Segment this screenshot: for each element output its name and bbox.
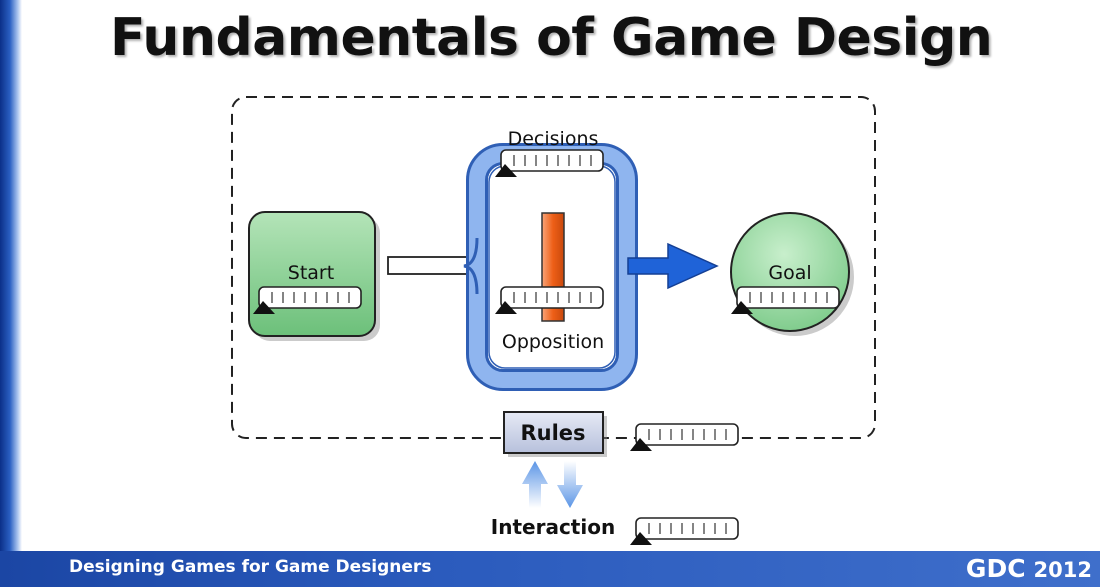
interaction-down-arrow	[557, 461, 583, 508]
interaction-ruler-icon	[629, 517, 739, 546]
footer-bar: Designing Games for Game Designers GDC 20…	[0, 551, 1100, 587]
rules-ruler-icon	[629, 423, 739, 452]
goal-label: Goal	[768, 262, 811, 284]
footer-text: Designing Games for Game Designers	[69, 557, 432, 577]
start-label: Start	[288, 262, 334, 284]
start-connector	[387, 256, 478, 275]
rules-label: Rules	[520, 421, 585, 445]
game-design-diagram: Start Goal Decisions Opposition Rules In…	[231, 96, 876, 546]
decisions-label: Decisions	[508, 128, 599, 150]
gdc-logo: GDC 2012	[966, 554, 1092, 583]
rules-node: Rules	[503, 411, 607, 457]
left-accent-stripe	[0, 0, 22, 551]
opposition-label: Opposition	[502, 331, 604, 353]
interaction-up-arrow	[522, 461, 548, 508]
slide-title: Fundamentals of Game Design	[110, 8, 993, 68]
goal-arrow	[627, 242, 719, 290]
goal-node: Goal	[730, 212, 854, 336]
interaction-label: Interaction	[491, 515, 615, 539]
start-node: Start	[248, 211, 380, 341]
gdc-logo-text: GDC	[965, 554, 1026, 583]
gdc-year: 2012	[1033, 558, 1092, 582]
